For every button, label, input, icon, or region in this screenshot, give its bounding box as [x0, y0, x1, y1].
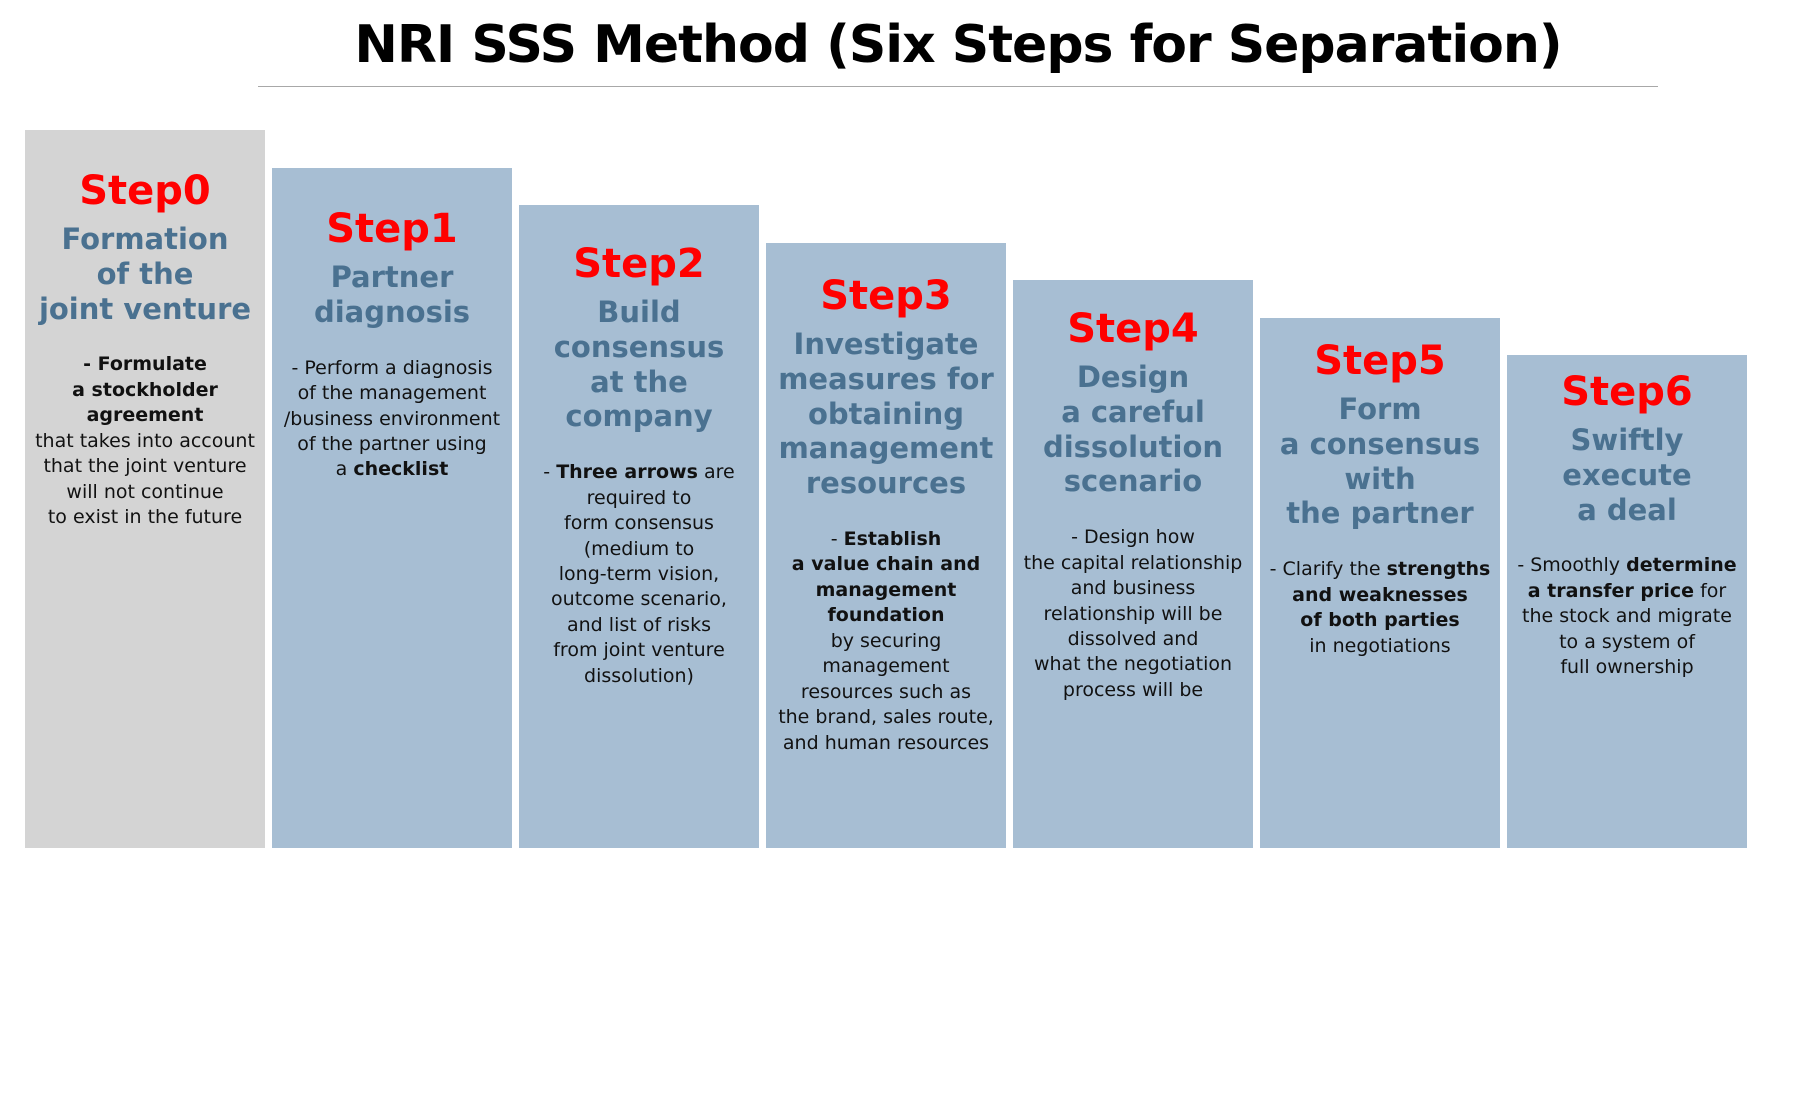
page-title: NRI SSS Method (Six Steps for Separation… [354, 15, 1562, 75]
step1-label: Step1 [326, 206, 458, 252]
step0-body: - Formulate a stockholder agreement that… [35, 353, 255, 529]
step2-body: - Three arrows are required to form cons… [543, 461, 735, 687]
step0-subtitle: Formation of the joint venture [38, 222, 252, 326]
step2-subtitle: Build consensus at the company [553, 295, 725, 434]
step-column-2: Step2 Build consensus at the company - T… [519, 205, 759, 848]
step3-label: Step3 [820, 273, 952, 319]
step5-label: Step5 [1314, 338, 1446, 384]
step3-subtitle: Investigate measures for obtaining manag… [778, 327, 994, 501]
step-column-3: Step3 Investigate measures for obtaining… [766, 243, 1006, 848]
step4-label: Step4 [1067, 306, 1199, 352]
step2-label: Step2 [573, 241, 705, 287]
step4-body: - Design how the capital relationship an… [1023, 526, 1243, 701]
step6-body: - Smoothly determine a transfer price fo… [1517, 554, 1737, 679]
step-column-1: Step1 Partner diagnosis - Perform a diag… [272, 168, 512, 848]
step4-subtitle: Design a careful dissolution scenario [1042, 360, 1224, 499]
step-column-6: Step6 Swiftly execute a deal - Smoothly … [1507, 355, 1747, 848]
step5-subtitle: Form a consensus with the partner [1279, 392, 1481, 531]
step6-subtitle: Swiftly execute a deal [1562, 423, 1692, 527]
step6-label: Step6 [1561, 369, 1693, 415]
step-column-0: Step0 Formation of the joint venture - F… [25, 130, 265, 848]
step1-subtitle: Partner diagnosis [313, 260, 471, 329]
step3-body: - Establish a value chain and management… [778, 527, 994, 754]
step5-body: - Clarify the strengths and weaknesses o… [1269, 558, 1491, 657]
step-column-5: Step5 Form a consensus with the partner … [1260, 318, 1500, 848]
title-block: NRI SSS Method (Six Steps for Separation… [258, 14, 1658, 88]
step-column-4: Step4 Design a careful dissolution scena… [1013, 280, 1253, 848]
step0-label: Step0 [79, 168, 211, 214]
step1-body: - Perform a diagnosis of the management … [283, 356, 501, 481]
